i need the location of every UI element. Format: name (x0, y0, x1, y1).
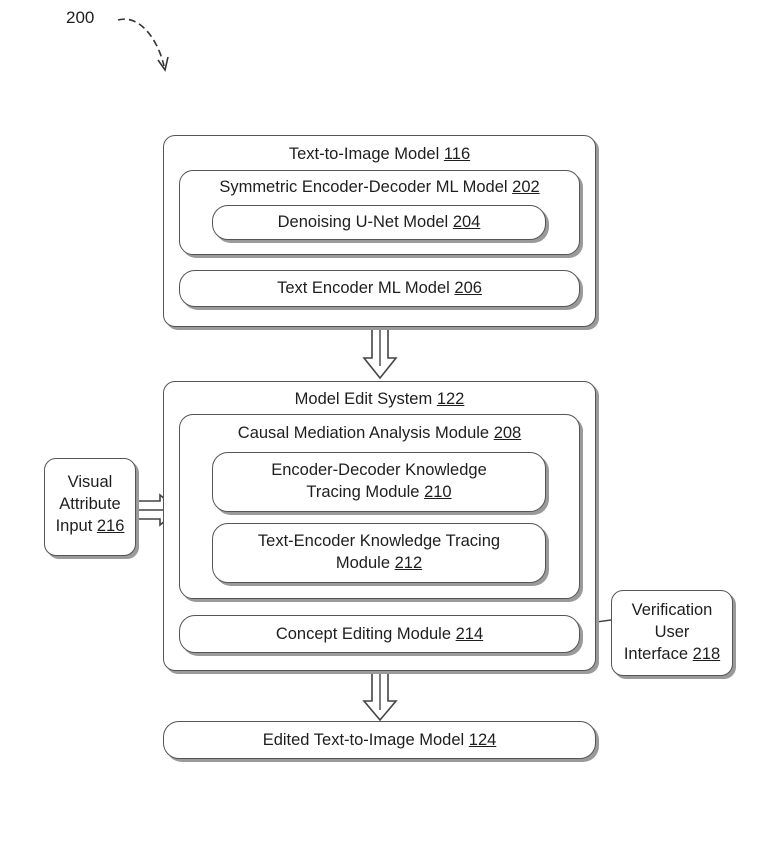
denoising-unet-title: Denoising U-Net Model (278, 213, 449, 231)
encoder-decoder-tracing-line2: Tracing Module 210 (213, 481, 545, 503)
model-edit-system-ref: 122 (437, 390, 465, 408)
text-encoder-tracing-label: Text-Encoder Knowledge Tracing Module 21… (213, 530, 545, 574)
text-encoder-ref: 206 (454, 279, 482, 297)
visual-attribute-line3-text: Input (56, 517, 93, 535)
visual-attribute-ref: 216 (97, 517, 125, 535)
causal-mediation-title: Causal Mediation Analysis Module (238, 424, 489, 442)
text-encoder-tracing-line2: Module 212 (213, 552, 545, 574)
visual-attribute-input-box: Visual Attribute Input 216 (44, 458, 136, 556)
edited-model-ref: 124 (469, 731, 497, 749)
text-encoder-tracing-ref: 212 (395, 554, 423, 572)
text-encoder-tracing-line2-text: Module (336, 554, 390, 572)
concept-editing-box: Concept Editing Module 214 (179, 615, 580, 653)
text-to-image-model-ref: 116 (444, 145, 470, 163)
text-encoder-label: Text Encoder ML Model 206 (180, 277, 579, 299)
visual-attribute-input-label: Visual Attribute Input 216 (45, 471, 135, 537)
concept-editing-label: Concept Editing Module 214 (180, 623, 579, 645)
edited-model-box: Edited Text-to-Image Model 124 (163, 721, 596, 759)
text-encoder-tracing-line1: Text-Encoder Knowledge Tracing (213, 530, 545, 552)
visual-attribute-line1: Visual (45, 471, 135, 493)
encoder-decoder-tracing-line1: Encoder-Decoder Knowledge (213, 459, 545, 481)
edited-model-label: Edited Text-to-Image Model 124 (164, 729, 595, 751)
model-edit-system-title: Model Edit System (295, 390, 433, 408)
symmetric-encoder-decoder-label: Symmetric Encoder-Decoder ML Model 202 (180, 176, 579, 198)
verification-ref: 218 (693, 645, 721, 663)
text-encoder-title: Text Encoder ML Model (277, 279, 450, 297)
symmetric-encoder-decoder-title: Symmetric Encoder-Decoder ML Model (219, 178, 507, 196)
denoising-unet-label: Denoising U-Net Model 204 (213, 211, 545, 233)
figure-number: 200 (66, 8, 94, 28)
edited-model-title: Edited Text-to-Image Model (263, 731, 464, 749)
visual-attribute-line2: Attribute (45, 493, 135, 515)
encoder-decoder-tracing-ref: 210 (424, 483, 452, 501)
verification-line2: User (612, 621, 732, 643)
denoising-unet-box: Denoising U-Net Model 204 (212, 205, 546, 240)
symmetric-encoder-decoder-ref: 202 (512, 178, 540, 196)
encoder-decoder-tracing-label: Encoder-Decoder Knowledge Tracing Module… (213, 459, 545, 503)
verification-ui-box: Verification User Interface 218 (611, 590, 733, 676)
verification-line1: Verification (612, 599, 732, 621)
verification-line3: Interface 218 (612, 643, 732, 665)
verification-ui-label: Verification User Interface 218 (612, 599, 732, 665)
causal-mediation-label: Causal Mediation Analysis Module 208 (180, 422, 579, 444)
concept-editing-title: Concept Editing Module (276, 625, 451, 643)
figure-pointer-arrow (118, 19, 164, 66)
visual-attribute-line3: Input 216 (45, 515, 135, 537)
encoder-decoder-tracing-box: Encoder-Decoder Knowledge Tracing Module… (212, 452, 546, 512)
text-to-image-model-label: Text-to-Image Model 116 (164, 143, 595, 165)
model-edit-system-label: Model Edit System 122 (164, 388, 595, 410)
text-encoder-box: Text Encoder ML Model 206 (179, 270, 580, 307)
causal-mediation-ref: 208 (494, 424, 522, 442)
text-to-image-model-title: Text-to-Image Model (289, 145, 439, 163)
text-encoder-tracing-box: Text-Encoder Knowledge Tracing Module 21… (212, 523, 546, 583)
denoising-unet-ref: 204 (453, 213, 481, 231)
concept-editing-ref: 214 (456, 625, 484, 643)
encoder-decoder-tracing-line2-text: Tracing Module (306, 483, 419, 501)
verification-line3-text: Interface (624, 645, 688, 663)
